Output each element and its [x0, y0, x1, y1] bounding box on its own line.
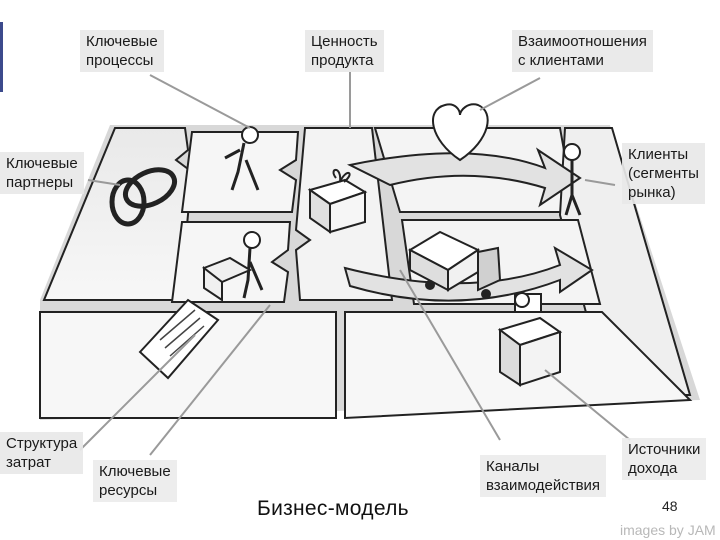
- document-icon: [138, 298, 220, 380]
- label-clients: Клиенты (сегменты рынка): [622, 143, 705, 204]
- label-key-processes: Ключевые процессы: [80, 30, 164, 72]
- person-icon-clients: [563, 143, 582, 216]
- person-icon-revenue: [514, 292, 530, 308]
- panel-key-processes: [180, 131, 300, 213]
- person-icon-resources: [242, 231, 264, 299]
- person-icon-processes: [224, 126, 260, 191]
- label-customer-relations: Взаимоотношения с клиентами: [512, 30, 653, 72]
- panel-cost-structure: [39, 311, 337, 419]
- truck-icon: [407, 230, 502, 299]
- callout-lines: [79, 72, 631, 456]
- gift-box-icon: [307, 168, 368, 234]
- ring-icon-1: [122, 167, 178, 209]
- left-accent-bar: [0, 22, 3, 92]
- label-cost-structure: Структура затрат: [0, 432, 84, 474]
- image-credit: images by JAM: [620, 522, 716, 538]
- label-revenue-sources: Источники дохода: [622, 438, 707, 480]
- relations-arrow: [346, 147, 582, 208]
- label-product-value: Ценность продукта: [305, 30, 384, 72]
- label-key-resources: Ключевые ресурсы: [93, 460, 177, 502]
- machine-icon: [201, 256, 253, 302]
- ring-icon-2: [109, 177, 147, 227]
- heart-icon: [432, 103, 489, 162]
- page-title: Бизнес-модель: [257, 497, 409, 520]
- label-key-partners: Ключевые партнеры: [0, 152, 84, 194]
- page-number: 48: [662, 498, 678, 514]
- label-channels: Каналы взаимодействия: [480, 455, 607, 497]
